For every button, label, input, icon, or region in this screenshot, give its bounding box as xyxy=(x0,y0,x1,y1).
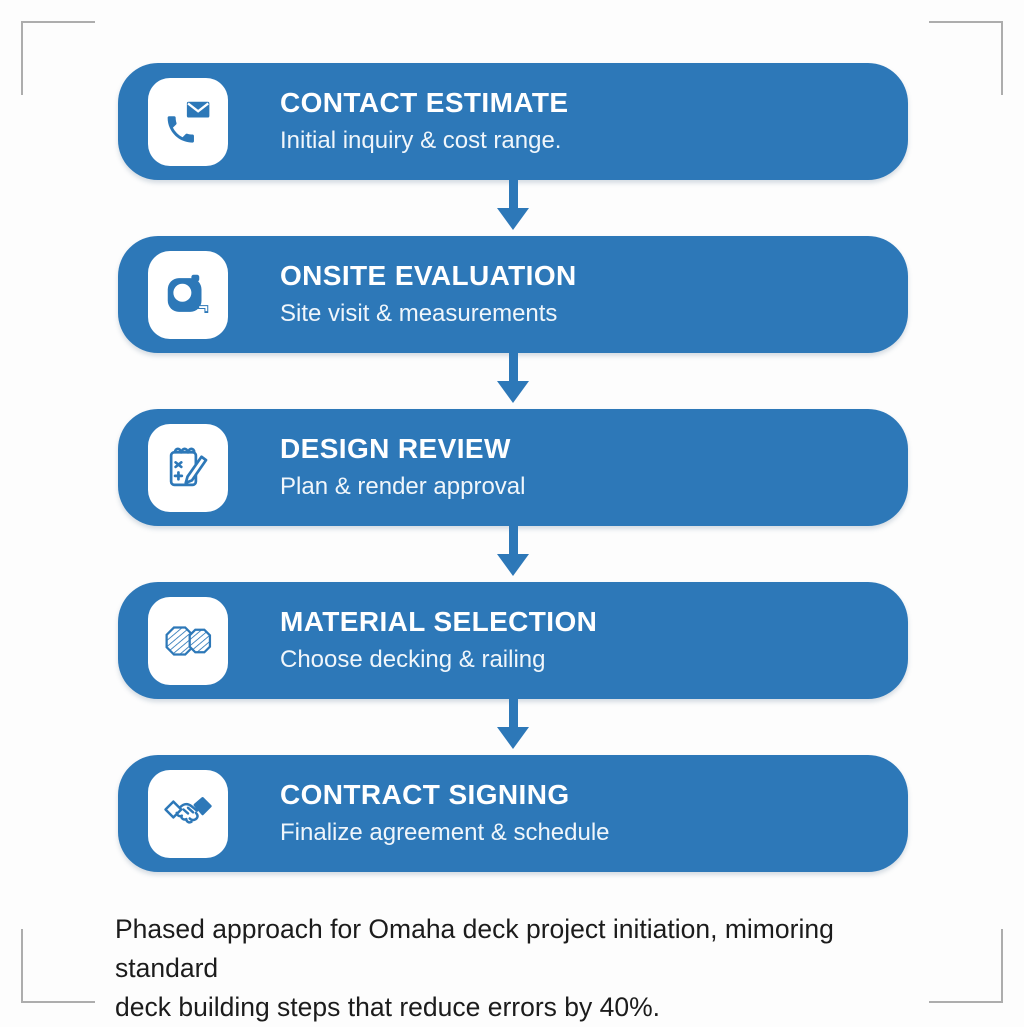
notepad-pencil-icon xyxy=(148,423,228,512)
step-card-material-selection: MATERIAL SELECTION Choose decking & rail… xyxy=(118,582,908,699)
flow-arrow-down-icon xyxy=(118,180,908,236)
step-card-design-review: DESIGN REVIEW Plan & render approval xyxy=(118,409,908,526)
wood-grain-icon xyxy=(148,596,228,685)
tape-measure-icon xyxy=(148,250,228,339)
caption-line-2: deck building steps that reduce errors b… xyxy=(115,992,661,1022)
corner-bracket-top-right xyxy=(929,21,1003,95)
step-card-onsite-evaluation: ONSITE EVALUATION Site visit & measureme… xyxy=(118,236,908,353)
step-title: ONSITE EVALUATION xyxy=(280,259,577,291)
corner-bracket-bottom-right xyxy=(929,929,1003,1003)
caption: Phased approach for Omaha deck project i… xyxy=(115,910,935,1027)
corner-bracket-bottom-left xyxy=(21,929,95,1003)
step-title: CONTRACT SIGNING xyxy=(280,778,570,810)
step-card-contact-estimate: CONTACT ESTIMATE Initial inquiry & cost … xyxy=(118,63,908,180)
process-steps: CONTACT ESTIMATE Initial inquiry & cost … xyxy=(118,63,908,872)
phone-mail-icon xyxy=(148,77,228,166)
step-title: DESIGN REVIEW xyxy=(280,432,511,464)
caption-line-1: Phased approach for Omaha deck project i… xyxy=(115,914,834,983)
step-card-contract-signing: CONTRACT SIGNING Finalize agreement & sc… xyxy=(118,755,908,872)
step-subtitle: Initial inquiry & cost range. xyxy=(280,127,562,155)
step-subtitle: Plan & render approval xyxy=(280,473,526,501)
flow-arrow-down-icon xyxy=(118,353,908,409)
flow-arrow-down-icon xyxy=(118,699,908,755)
flow-arrow-down-icon xyxy=(118,526,908,582)
step-subtitle: Finalize agreement & schedule xyxy=(280,819,610,847)
step-subtitle: Site visit & measurements xyxy=(280,300,558,328)
corner-bracket-top-left xyxy=(21,21,95,95)
handshake-icon xyxy=(148,769,228,858)
step-subtitle: Choose decking & railing xyxy=(280,646,546,674)
step-title: CONTACT ESTIMATE xyxy=(280,86,569,118)
step-title: MATERIAL SELECTION xyxy=(280,605,598,637)
